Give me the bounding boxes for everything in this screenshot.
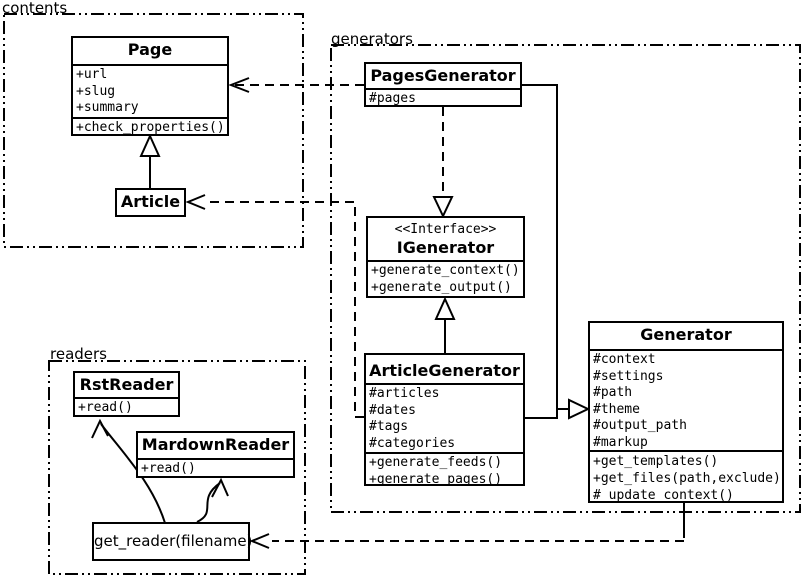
arrow-articlegenerator-extends-igenerator (434, 296, 456, 353)
attribute: #settings (593, 368, 664, 384)
package-contents-border (3, 13, 304, 248)
class-igenerator: <<Interface>> IGenerator +generate_conte… (366, 216, 525, 298)
attribute: #output_path (593, 418, 687, 434)
class-page-attributes: +url +slug +summary (73, 64, 227, 117)
attribute: #path (593, 385, 633, 401)
class-pagesgenerator-title: PagesGenerator (370, 66, 516, 85)
class-articlegenerator-title: ArticleGenerator (369, 361, 520, 380)
method: +read() (141, 461, 196, 476)
attribute: +url (76, 67, 108, 82)
class-igenerator-stereotype: <<Interface>> (394, 222, 497, 237)
arrow-generator-uses-getreader (249, 503, 685, 549)
attribute: #tags (369, 419, 409, 434)
attribute: #pages (369, 91, 416, 106)
arrow-pagesgenerator-implements-igenerator (432, 107, 454, 219)
class-generator-methods: +get_templates() +get_files(path,exclude… (590, 450, 782, 503)
class-mardownreader: MardownReader +read() (136, 431, 295, 478)
method: +get_templates() (593, 454, 719, 469)
method: +generate_feeds() (369, 455, 503, 470)
class-articlegenerator-attributes: #articles #dates #tags #categories (366, 383, 523, 452)
method: +check_properties() (76, 120, 225, 135)
package-readers-border (48, 360, 306, 575)
method: +generate_output() (371, 279, 512, 295)
package-label-generators: generators (331, 30, 413, 48)
class-igenerator-header: <<Interface>> IGenerator (368, 218, 523, 260)
package-label-readers: readers (50, 345, 107, 363)
attribute: #markup (593, 434, 648, 450)
arrow-articlegenerator-uses-article (185, 194, 364, 418)
arrow-getreader-to-rstreader (91, 418, 166, 524)
class-generator: Generator #context #settings #path #them… (588, 321, 784, 503)
attribute: +slug (76, 83, 116, 99)
arrow-pagesgenerator-uses-page (228, 77, 364, 93)
arrow-generators-extend-generator (522, 84, 591, 420)
package-generators-border (330, 44, 801, 513)
class-rstreader: RstReader +read() (73, 371, 180, 417)
attribute: #context (593, 352, 656, 367)
class-page: Page +url +slug +summary +check_properti… (71, 36, 229, 136)
function-getreader: get_reader(filename) (92, 522, 253, 561)
attribute: +summary (76, 100, 139, 115)
attribute: #dates (369, 402, 416, 418)
attribute: #theme (593, 401, 640, 417)
method: +generate_context() (371, 263, 520, 278)
method: +generate_pages() (369, 471, 503, 487)
attribute: #articles (369, 386, 440, 401)
class-igenerator-methods: +generate_context() +generate_output() (368, 260, 523, 294)
package-label-contents: contents (2, 0, 68, 17)
class-generator-title: Generator (640, 325, 732, 344)
class-mardownreader-methods: +read() (138, 458, 293, 477)
method: #_update_context() (593, 488, 734, 503)
class-rstreader-methods: +read() (75, 397, 178, 416)
class-page-title: Page (127, 40, 173, 59)
arrow-article-extends-page (139, 133, 161, 188)
class-generator-attributes: #context #settings #path #theme #output_… (590, 349, 782, 450)
class-rstreader-title: RstReader (79, 375, 174, 394)
class-pagesgenerator-attributes: #pages (366, 88, 520, 106)
class-page-methods: +check_properties() (73, 117, 227, 138)
class-mardownreader-title: MardownReader (141, 435, 290, 454)
function-getreader-label: get_reader(filename) (94, 532, 253, 550)
method: +get_files(path,exclude) (593, 471, 781, 486)
class-articlegenerator-methods: +generate_feeds() +generate_pages() (366, 452, 523, 486)
arrow-getreader-to-mardownreader (196, 477, 229, 523)
class-article: Article (115, 188, 186, 217)
class-igenerator-title: IGenerator (396, 238, 495, 257)
method: +read() (78, 400, 133, 415)
class-articlegenerator: ArticleGenerator #articles #dates #tags … (364, 353, 525, 486)
attribute: #categories (369, 435, 456, 451)
class-pagesgenerator: PagesGenerator #pages (364, 62, 522, 107)
class-article-title: Article (120, 192, 181, 211)
